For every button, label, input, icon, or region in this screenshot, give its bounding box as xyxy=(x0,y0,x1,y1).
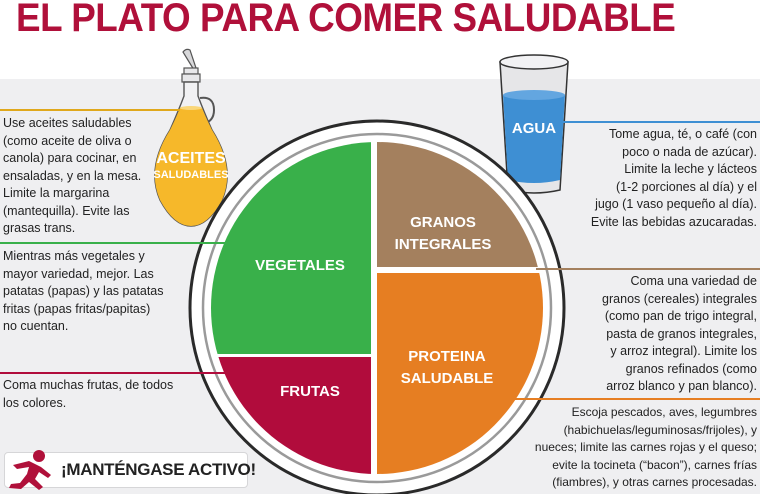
protein-description: Escoja pescados, aves, legumbres (habich… xyxy=(534,405,757,489)
water-glass-icon xyxy=(499,54,569,194)
oil-description: Use aceites saludables (como aceite de o… xyxy=(3,116,142,235)
vegetables-description: Mientras más vegetales y mayor variedad,… xyxy=(3,249,164,333)
stay-active-label: ¡MANTÉNGASE ACTIVO! xyxy=(61,460,256,479)
fruits-label: FRUTAS xyxy=(280,383,340,400)
grains-description: Coma una variedad de granos (cereales) i… xyxy=(602,274,757,393)
oil-bottle-icon xyxy=(154,48,228,227)
oil-label: ACEITES SALUDABLES xyxy=(153,150,229,181)
stay-active-badge: ¡MANTÉNGASE ACTIVO! xyxy=(4,450,256,490)
water-description: Tome agua, té, o café (con poco o nada d… xyxy=(590,127,757,229)
running-person-icon xyxy=(9,450,51,490)
plate xyxy=(188,119,566,494)
vegetables-label: VEGETALES xyxy=(255,257,345,274)
fruits-description: Coma muchas frutas, de todos los colores… xyxy=(3,378,174,410)
protein-label: PROTEINA SALUDABLE xyxy=(400,348,494,387)
grains-label: GRANOS INTEGRALES xyxy=(394,214,492,253)
water-label: AGUA xyxy=(511,120,557,137)
page-title: EL PLATO PARA COMER SALUDABLE xyxy=(16,0,676,40)
